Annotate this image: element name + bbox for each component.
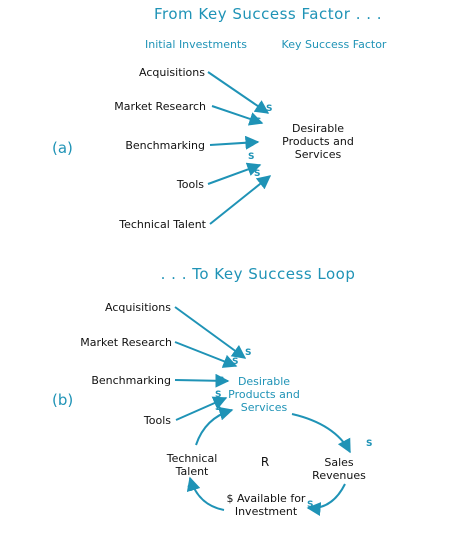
arrow-b-acquisitions bbox=[174, 306, 247, 359]
arrow-loop-products-to-sales bbox=[291, 413, 351, 454]
loop-node-sales-line-2: Revenues bbox=[312, 469, 366, 482]
polarity-s-a1: S bbox=[266, 104, 273, 114]
b-target-line-2: Products and bbox=[228, 388, 300, 401]
loop-node-sales-line-1: Sales bbox=[324, 456, 354, 469]
a-input-technical-talent: Technical Talent bbox=[119, 218, 206, 231]
loop-node-talent-line-2: Talent bbox=[175, 465, 209, 478]
top-title: From Key Success Factor . . . bbox=[153, 5, 383, 23]
arrow-a-acquisitions bbox=[207, 71, 270, 114]
column-header-key-success-factor: Key Success Factor bbox=[281, 38, 387, 51]
polarity-s-b1: S bbox=[245, 348, 252, 358]
polarity-s-a2: S bbox=[255, 117, 262, 127]
polarity-s-loop-talent: S bbox=[187, 484, 194, 494]
polarity-s-a4: S bbox=[248, 152, 255, 162]
bottom-title: . . . To Key Success Loop bbox=[160, 265, 356, 283]
loop-node-available-line-2: Investment bbox=[234, 505, 298, 518]
polarity-s-b2: S bbox=[232, 357, 239, 367]
arrow-a-tools bbox=[207, 162, 262, 185]
arrow-b-market-research bbox=[174, 341, 238, 368]
arrow-a-market-research bbox=[211, 105, 264, 126]
a-input-market-research: Market Research bbox=[114, 100, 206, 113]
b-target-line-3: Services bbox=[240, 401, 288, 414]
polarity-s-b4: S bbox=[215, 390, 222, 400]
arrow-loop-available-to-talent bbox=[186, 476, 225, 511]
arrow-a-technical-talent bbox=[209, 175, 272, 225]
b-target-line-1: Desirable bbox=[237, 375, 291, 388]
loop-node-available-line-1: $ Available for bbox=[226, 492, 306, 505]
arrow-loop-talent-to-products bbox=[195, 406, 234, 446]
a-input-acquisitions: Acquisitions bbox=[139, 66, 205, 79]
b-input-benchmarking: Benchmarking bbox=[91, 374, 171, 387]
polarity-s-b5: S bbox=[215, 403, 222, 413]
arrow-b-benchmarking bbox=[174, 373, 230, 388]
polarity-s-a5: S bbox=[254, 169, 261, 179]
loop-reinforcing-marker: R bbox=[260, 455, 270, 469]
polarity-s-loop-available: S bbox=[307, 500, 314, 510]
a-target-line-2: Products and bbox=[282, 135, 354, 148]
a-input-tools: Tools bbox=[176, 178, 204, 191]
polarity-s-loop-sales: S bbox=[366, 439, 373, 449]
polarity-s-a3: S bbox=[248, 139, 255, 149]
b-input-acquisitions: Acquisitions bbox=[105, 301, 171, 314]
column-header-initial-investments: Initial Investments bbox=[145, 38, 247, 51]
b-input-tools: Tools bbox=[143, 414, 171, 427]
arrow-b-tools bbox=[175, 396, 228, 421]
panel-label-b: (b) bbox=[52, 391, 74, 409]
a-input-benchmarking: Benchmarking bbox=[125, 139, 205, 152]
arrow-a-benchmarking bbox=[209, 135, 260, 150]
panel-label-a: (a) bbox=[52, 139, 73, 157]
a-target-line-1: Desirable bbox=[291, 122, 345, 135]
loop-node-talent-line-1: Technical bbox=[166, 452, 218, 465]
polarity-s-b3: S bbox=[218, 376, 225, 386]
arrow-loop-sales-to-available bbox=[306, 483, 346, 517]
a-target-line-3: Services bbox=[294, 148, 342, 161]
b-input-market-research: Market Research bbox=[80, 336, 172, 349]
